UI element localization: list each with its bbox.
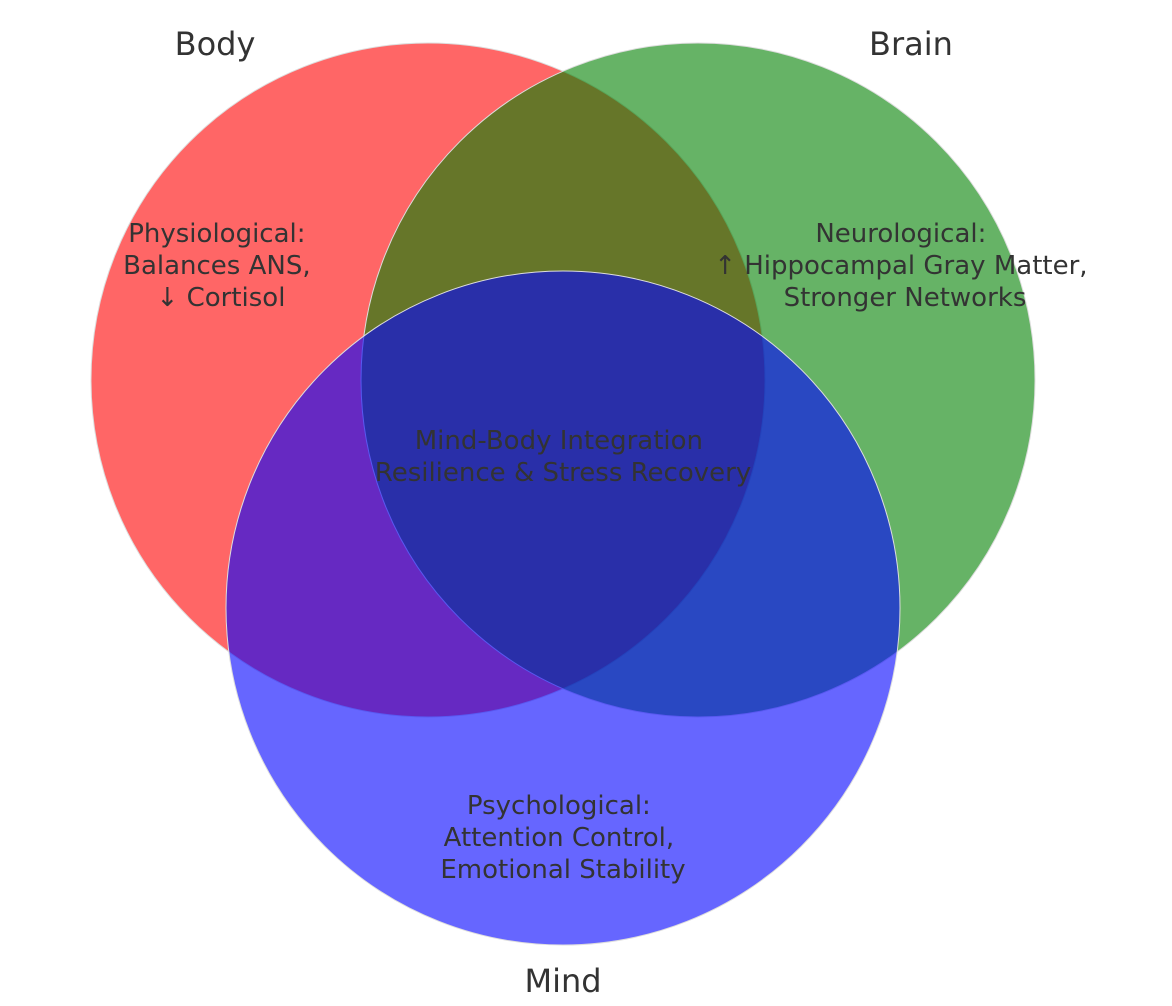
region-body-line-3: ↓ Cortisol [157,283,286,313]
set-label-brain: Brain [869,25,953,63]
region-mind-only: Psychological: Attention Control, Emotio… [440,791,685,885]
region-brain-line-1: Neurological: [815,219,986,249]
region-mind-line-2: Attention Control, [444,823,675,853]
region-body-only: Physiological: Balances ANS, ↓ Cortisol [123,219,319,313]
region-brain-line-2: ↑ Hippocampal Gray Matter, [714,251,1087,281]
set-label-mind: Mind [524,962,601,1000]
region-brain-line-3: Stronger Networks [784,283,1027,313]
region-brain-only: Neurological: ↑ Hippocampal Gray Matter,… [714,219,1096,313]
region-mind-line-3: Emotional Stability [440,855,685,885]
region-center-line-2: Resilience & Stress Recovery [375,458,751,488]
mind-circle [225,270,901,946]
region-body-line-1: Physiological: [128,219,305,249]
region-mind-line-1: Psychological: [467,791,651,821]
region-center-line-1: Mind-Body Integration [415,426,703,456]
set-label-body: Body [175,25,256,63]
venn-circles [90,42,1036,946]
region-center: Mind-Body Integration Resilience & Stres… [375,426,751,488]
region-body-line-2: Balances ANS, [123,251,311,281]
